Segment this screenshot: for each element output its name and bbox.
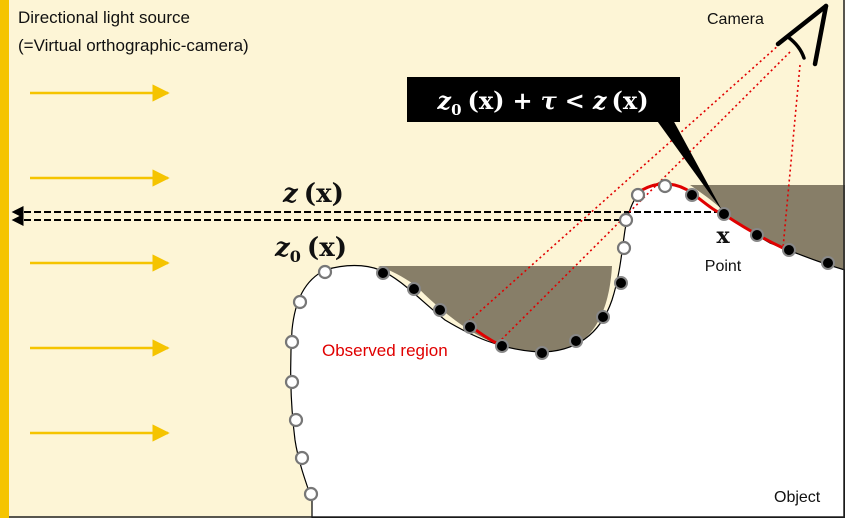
math-sub0: 0	[451, 101, 461, 119]
math-plus: +	[513, 86, 533, 115]
shadow-region-right	[690, 185, 845, 280]
sample-hollow	[288, 412, 304, 428]
sample-filled	[750, 228, 764, 242]
math-rparen: )	[493, 86, 504, 115]
sample-hollow	[317, 264, 333, 280]
zx-x: x	[316, 179, 332, 209]
condition-formula: z0(x)+τ<z(x)	[436, 86, 648, 119]
sample-hollow	[657, 178, 673, 194]
light-source-title: Directional light source	[18, 8, 190, 27]
unobserved-samples	[284, 178, 673, 502]
z0x-z: z	[274, 233, 291, 263]
sample-filled	[433, 303, 447, 317]
shadowed-samples	[376, 188, 835, 360]
math-z2: z	[592, 86, 608, 115]
object-label: Object	[774, 489, 821, 506]
sample-filled	[596, 310, 610, 324]
ray-3	[782, 64, 801, 249]
sample-hollow	[303, 486, 319, 502]
sample-filled	[782, 243, 796, 257]
sample-filled	[463, 320, 477, 334]
math-less: <	[565, 86, 585, 115]
zx-rp: )	[332, 179, 344, 209]
z0x-x: x	[319, 233, 335, 263]
observed-region-label: Observed region	[322, 341, 448, 360]
sample-hollow	[292, 294, 308, 310]
zx-lp: (	[304, 179, 316, 209]
point-label: Point	[705, 258, 742, 275]
math-rparen2: )	[637, 86, 648, 115]
z0x-lp: (	[307, 233, 319, 263]
sample-filled	[685, 188, 699, 202]
light-source-bar	[0, 0, 9, 518]
condition-label-box	[407, 77, 680, 122]
sample-filled	[407, 282, 421, 296]
sample-hollow	[616, 240, 632, 256]
sample-filled	[614, 276, 628, 290]
light-source-subtitle: (=Virtual orthographic-camera)	[18, 36, 249, 55]
sample-hollow	[630, 187, 646, 203]
label-point-x: x	[716, 223, 730, 249]
z0x-rp: )	[335, 233, 347, 263]
sample-hollow	[284, 334, 300, 350]
math-tau: τ	[541, 86, 558, 115]
sample-hollow	[294, 450, 310, 466]
light-arrows	[30, 84, 170, 442]
label-z0-of-x: z0 (x)	[274, 233, 347, 266]
camera-frustum-icon	[775, 3, 829, 67]
sample-filled	[535, 346, 549, 360]
math-x2: x	[623, 86, 638, 115]
z0x-sub: 0	[290, 247, 301, 266]
label-z-of-x: z(x)	[282, 179, 344, 209]
sample-filled	[495, 339, 509, 353]
shadow-region-left	[378, 266, 612, 353]
sample-hollow	[284, 374, 300, 390]
math-lparen2: (	[612, 86, 623, 115]
zx-z: z	[282, 179, 299, 209]
sample-filled	[717, 207, 731, 221]
camera-label: Camera	[707, 11, 764, 28]
sample-filled	[821, 256, 835, 270]
math-z: z	[436, 86, 452, 115]
math-lparen: (	[468, 86, 479, 115]
math-x: x	[479, 86, 494, 115]
callout-pointer	[655, 118, 723, 212]
sample-filled	[376, 266, 390, 280]
sample-hollow	[618, 212, 634, 228]
sample-filled	[569, 334, 583, 348]
